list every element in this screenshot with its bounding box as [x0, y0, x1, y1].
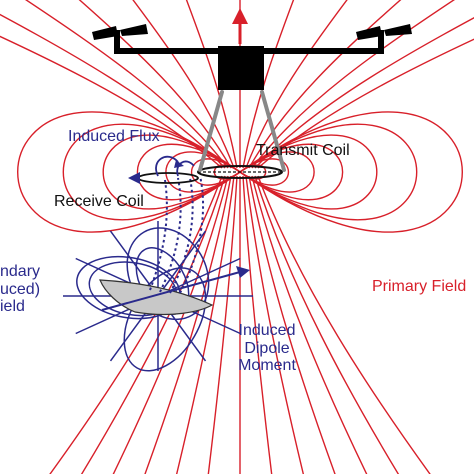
secondary-field-line — [157, 230, 207, 297]
induced-flux-loops — [155, 155, 195, 177]
primary-field-label: Primary Field — [372, 278, 467, 295]
induced-dipole-line1: Induced — [238, 322, 296, 339]
receive-coil-arrow — [128, 172, 140, 184]
primary-field-line — [257, 38, 474, 169]
primary-field-line — [144, 175, 232, 474]
primary-field-line — [49, 175, 223, 474]
primary-field-line — [0, 13, 226, 169]
buried-object-icon — [99, 279, 214, 316]
induced-dipole-line3: Moment — [238, 357, 296, 375]
induced-flux-label: Induced Flux — [68, 128, 160, 145]
secondary-field-label: ndary uced) ield — [0, 263, 40, 316]
primary-field-line — [242, 0, 295, 169]
support-struts — [198, 90, 286, 172]
up-arrow-icon — [232, 8, 248, 44]
primary-field-line — [78, 0, 232, 169]
secondary-field-line2: uced) — [0, 280, 41, 298]
secondary-field-line3: ield — [0, 298, 25, 316]
primary-field-line — [248, 0, 402, 169]
primary-field-line — [254, 175, 400, 474]
primary-field-line — [245, 175, 305, 474]
primary-field-line — [254, 16, 474, 169]
primary-field-line — [62, 123, 241, 221]
primary-field-line — [17, 111, 241, 233]
primary-field-line — [239, 111, 463, 233]
primary-field-line — [248, 175, 336, 474]
induced-dipole-line2: Dipole — [244, 339, 290, 357]
drone-icon — [92, 24, 412, 90]
primary-field-line — [251, 0, 456, 169]
primary-field-line — [239, 134, 378, 210]
transmit-coil-label: Transmit Coil — [256, 142, 350, 159]
primary-field-line — [245, 0, 348, 169]
primary-field-line — [207, 175, 238, 474]
primary-field-line — [239, 143, 344, 201]
drone-body — [218, 46, 264, 90]
secondary-field-line1: ndary — [0, 263, 41, 280]
primary-field-line — [242, 175, 273, 474]
primary-field-line — [0, 35, 223, 169]
induced-dipole-label: Induced Dipole Moment — [228, 322, 306, 375]
primary-field-line — [239, 123, 418, 221]
primary-field-line — [251, 175, 368, 474]
receive-coil-label: Receive Coil — [54, 193, 144, 210]
primary-field-line — [102, 134, 241, 210]
primary-field-line — [257, 175, 431, 474]
induced-flux-paths — [149, 175, 205, 294]
primary-field-line — [175, 175, 235, 474]
primary-field-line — [185, 0, 238, 169]
primary-field-line — [112, 175, 229, 474]
primary-field-line — [132, 0, 235, 169]
secondary-field-line — [109, 230, 159, 297]
secondary-field-line — [157, 257, 241, 297]
dipole-arrowhead — [236, 266, 250, 278]
